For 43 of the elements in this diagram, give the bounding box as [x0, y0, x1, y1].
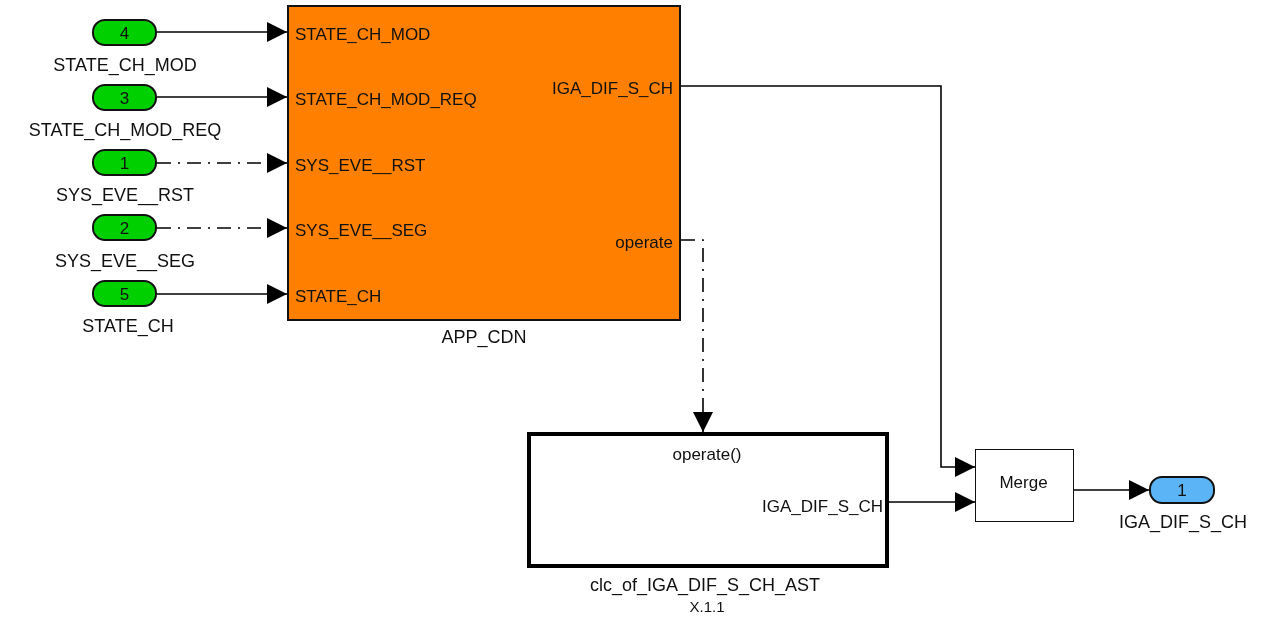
block-name: IGA_DIF_S_CH — [1119, 513, 1247, 531]
port-label: operate — [615, 233, 673, 251]
block-name: APP_CDN — [441, 328, 527, 346]
signal-line — [888, 492, 976, 512]
outport-block — [1149, 476, 1215, 504]
port-label: STATE_CH_MOD_REQ — [295, 90, 477, 108]
inport-block — [92, 84, 157, 111]
port-label: SYS_EVE__RST — [295, 156, 426, 174]
inport-block — [92, 280, 157, 307]
port-label: STATE_CH_MOD — [295, 25, 431, 43]
signal-line — [156, 153, 288, 173]
merge-block — [975, 449, 1074, 522]
block-name: STATE_CH — [82, 317, 174, 335]
port-number: 5 — [119, 285, 130, 302]
port-label: IGA_DIF_S_CH — [552, 79, 673, 97]
signal-line — [156, 87, 288, 107]
port-label: operate() — [672, 445, 742, 463]
signal-line — [680, 85, 976, 477]
block-name: SYS_EVE__SEG — [54, 252, 196, 270]
signal-line — [156, 284, 288, 304]
block-name: STATE_CH_MOD_REQ — [28, 121, 222, 139]
block-name: SYS_EVE__RST — [55, 186, 195, 204]
port-number: 2 — [119, 219, 130, 236]
inport-block — [92, 214, 157, 241]
block-name: clc_of_IGA_DIF_S_CH_AST — [589, 576, 821, 594]
subsystem-block — [287, 5, 681, 321]
port-label: STATE_CH — [295, 287, 382, 305]
subsystem-block — [527, 432, 889, 568]
inport-block — [92, 149, 157, 176]
signal-line — [680, 239, 713, 433]
block-label: Merge — [999, 473, 1048, 491]
block-name: X.1.1 — [689, 598, 725, 614]
port-number: 3 — [119, 89, 130, 106]
port-number: 1 — [119, 154, 130, 171]
port-number: 1 — [1177, 481, 1187, 499]
signal-line — [156, 22, 288, 42]
port-number: 4 — [119, 24, 130, 41]
signal-line — [1073, 480, 1150, 500]
port-label: SYS_EVE__SEG — [295, 221, 428, 239]
signal-line — [156, 218, 288, 238]
port-label: IGA_DIF_S_CH — [762, 497, 883, 515]
block-name: STATE_CH_MOD — [53, 56, 197, 74]
inport-block — [92, 19, 157, 46]
